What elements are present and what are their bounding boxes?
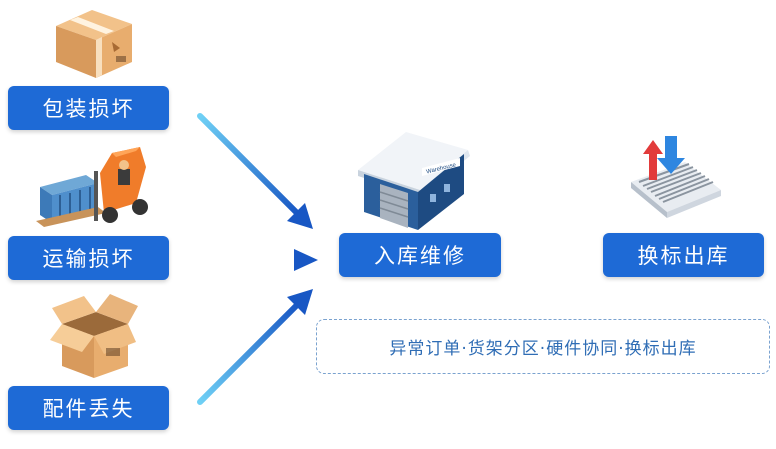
process-notes: 异常订单·货架分区·硬件协同·换标出库: [316, 319, 770, 374]
warehouse-icon: Warehouse: [358, 132, 470, 230]
damaged-box-icon: [56, 10, 132, 78]
arrow-from-parts: [197, 289, 313, 405]
cause-missing-parts: 配件丢失: [8, 386, 169, 430]
process-inbound-repair: 入库维修: [339, 233, 501, 277]
arrow-from-transport: [189, 249, 318, 271]
outcome-relabel-outbound: 换标出库: [603, 233, 764, 277]
arrow-from-packaging: [197, 113, 313, 229]
cause-transport-damage: 运输损坏: [8, 236, 169, 280]
open-box-icon: [50, 294, 138, 378]
barcode-in-out-icon: [631, 136, 721, 218]
cause-packaging-damage: 包装损坏: [8, 86, 169, 130]
forklift-icon: [36, 147, 148, 227]
